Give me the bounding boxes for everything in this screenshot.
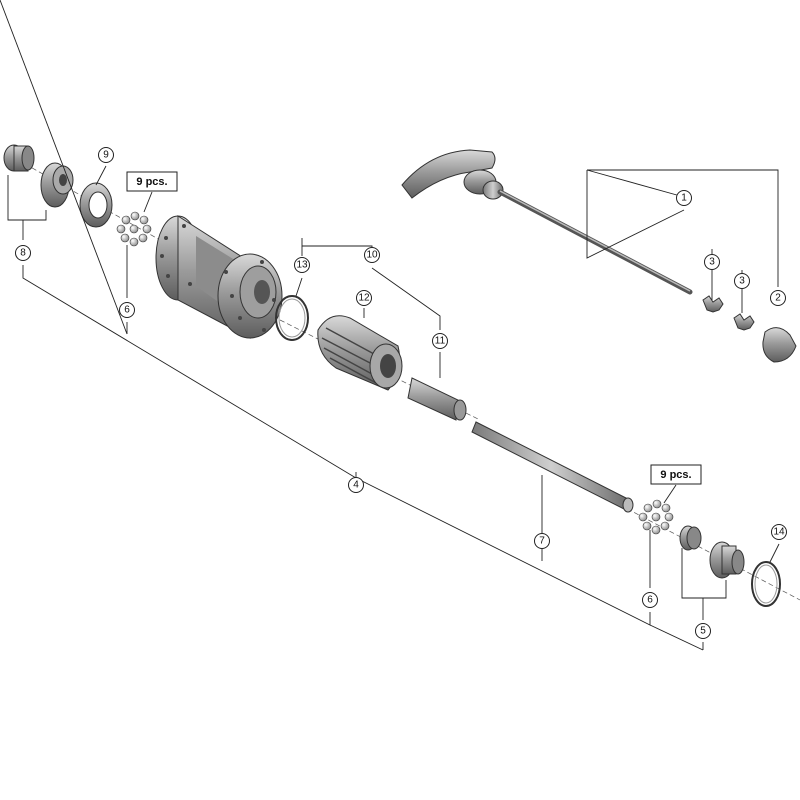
svg-text:6: 6 bbox=[647, 595, 653, 606]
svg-text:14: 14 bbox=[773, 527, 785, 538]
bearing-balls-left bbox=[116, 211, 152, 247]
callout-6-right: 6 bbox=[642, 592, 658, 608]
callout-4: 4 bbox=[348, 477, 364, 493]
svg-text:10: 10 bbox=[366, 250, 378, 261]
callouts: 1 3 3 2 9 8 6 10 13 12 11 4 7 6 5 14 bbox=[15, 147, 787, 639]
quantity-label-left: 9 pcs. bbox=[126, 171, 178, 192]
svg-text:12: 12 bbox=[358, 293, 370, 304]
o-ring bbox=[275, 295, 309, 341]
leader-lines bbox=[0, 0, 780, 651]
callout-12: 12 bbox=[356, 290, 372, 306]
callout-6-left: 6 bbox=[119, 302, 135, 318]
callout-5: 5 bbox=[695, 623, 711, 639]
adjusting-nut bbox=[762, 327, 797, 363]
hub-shell bbox=[155, 215, 283, 339]
svg-text:9 pcs.: 9 pcs. bbox=[660, 469, 691, 481]
callout-14: 14 bbox=[771, 524, 787, 540]
callout-7: 7 bbox=[534, 533, 550, 549]
spring-left bbox=[702, 295, 724, 313]
callout-13: 13 bbox=[294, 257, 310, 273]
lock-nut-right bbox=[709, 541, 745, 579]
callout-10: 10 bbox=[364, 247, 380, 263]
svg-text:13: 13 bbox=[296, 260, 308, 271]
callout-2: 2 bbox=[770, 290, 786, 306]
svg-text:11: 11 bbox=[435, 336, 446, 347]
svg-text:8: 8 bbox=[20, 248, 26, 259]
svg-text:5: 5 bbox=[700, 626, 706, 637]
svg-text:1: 1 bbox=[681, 193, 687, 204]
svg-text:3: 3 bbox=[709, 257, 715, 268]
freehub-sleeve bbox=[407, 377, 467, 421]
callout-3-right: 3 bbox=[734, 273, 750, 289]
callout-8: 8 bbox=[15, 245, 31, 261]
svg-text:6: 6 bbox=[124, 305, 130, 316]
hub-axle bbox=[471, 421, 634, 513]
quantity-label-right: 9 pcs. bbox=[650, 464, 702, 485]
svg-text:9 pcs.: 9 pcs. bbox=[136, 176, 167, 188]
seal-ring-right bbox=[751, 561, 781, 607]
lock-nut-left bbox=[3, 144, 35, 172]
svg-text:3: 3 bbox=[739, 276, 745, 287]
callout-9: 9 bbox=[98, 147, 114, 163]
freehub-body bbox=[317, 315, 403, 391]
svg-text:2: 2 bbox=[775, 293, 781, 304]
svg-text:7: 7 bbox=[539, 536, 545, 547]
callout-11: 11 bbox=[432, 333, 448, 349]
quick-release-skewer bbox=[401, 149, 693, 295]
spring-right bbox=[733, 313, 755, 331]
svg-text:9: 9 bbox=[103, 150, 109, 161]
svg-text:4: 4 bbox=[353, 480, 359, 491]
cone-left bbox=[40, 162, 74, 208]
dust-cap-left bbox=[79, 182, 113, 228]
callout-1: 1 bbox=[676, 190, 692, 206]
bearing-balls-right bbox=[638, 499, 674, 535]
cone-right bbox=[679, 525, 702, 551]
callout-3-left: 3 bbox=[704, 254, 720, 270]
